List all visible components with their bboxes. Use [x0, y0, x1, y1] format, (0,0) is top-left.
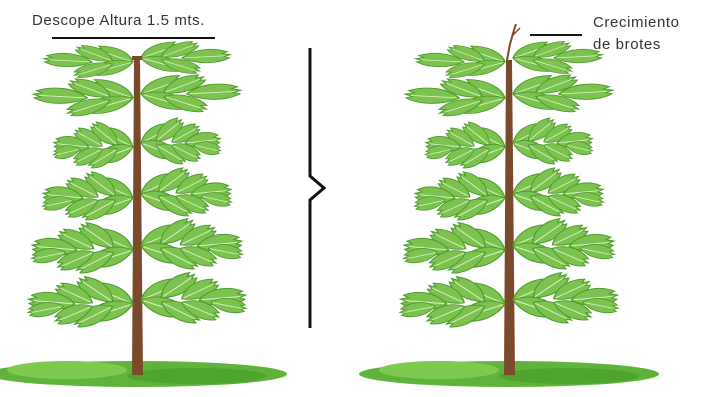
cut-height-label: Descope Altura 1.5 mts.	[32, 12, 206, 29]
separator-bracket	[308, 48, 327, 328]
pruned-tree	[0, 38, 287, 387]
regrowing-tree	[359, 23, 659, 387]
shoot-growth-label-line1: Crecimiento	[593, 14, 680, 31]
shoot-growth-label-line2: de brotes	[593, 36, 661, 53]
